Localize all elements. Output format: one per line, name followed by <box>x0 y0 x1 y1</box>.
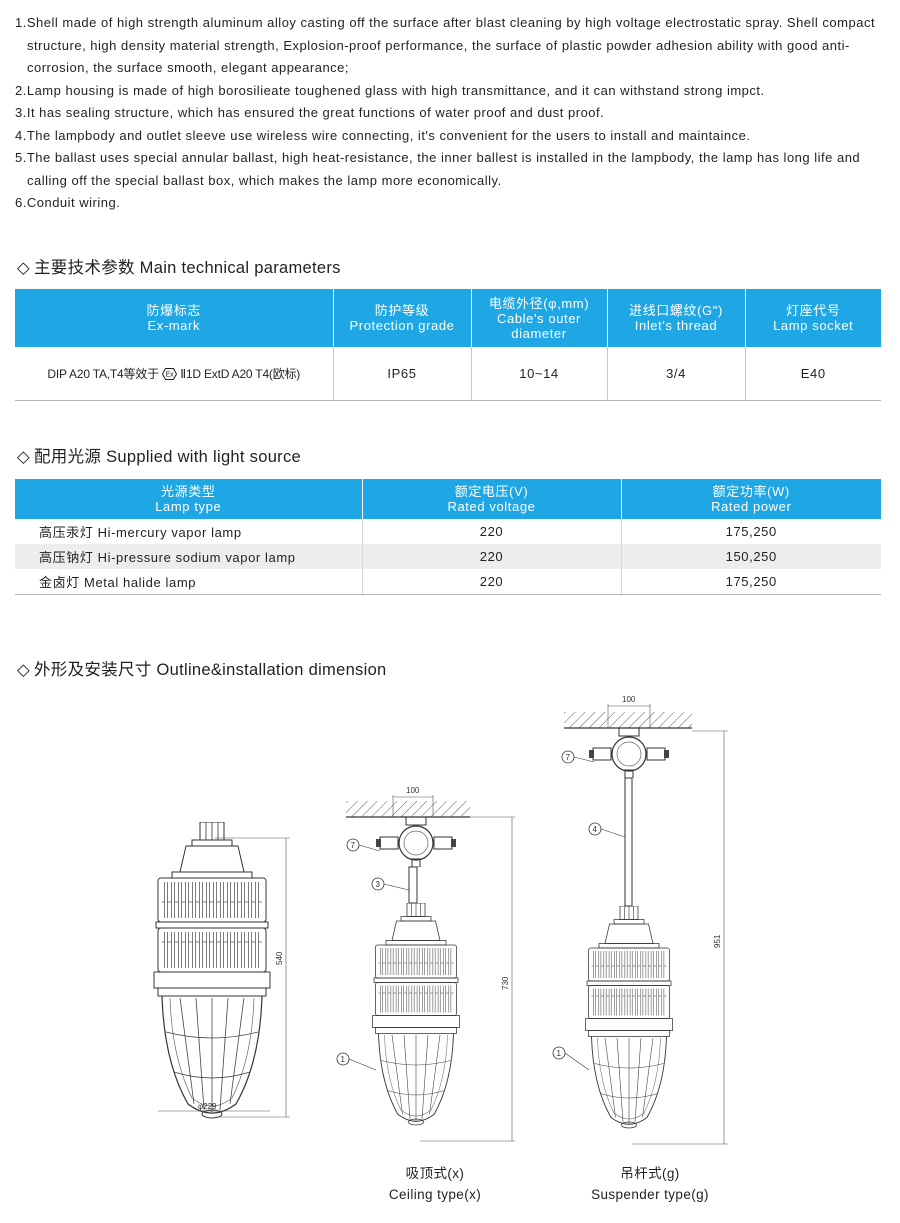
ceiling-type-figure: 100 730 7 3 1 <box>336 786 515 1142</box>
cell-power: 150,250 <box>621 544 881 569</box>
callout-4: 4 <box>588 822 626 838</box>
header-inlet-thread: 进线口螺纹(G")Inlet's thread <box>607 289 746 347</box>
header-rated-voltage: 额定电压(V)Rated voltage <box>362 479 622 519</box>
diamond-icon: ◇ <box>17 259 30 277</box>
cell-cable: 10~14 <box>471 347 608 401</box>
feature-list: 1.Shell made of high strength aluminum a… <box>15 12 890 215</box>
cell-voltage: 220 <box>362 519 622 544</box>
callout-1: 1 <box>552 1046 590 1071</box>
table-row: 高压汞灯 Hi-mercury vapor lamp 220 175,250 <box>15 519 881 544</box>
params-section-title: ◇主要技术参数 Main technical parameters <box>17 259 341 277</box>
header-rated-power: 额定功率(W)Rated power <box>621 479 881 519</box>
outline-drawing: 540 φ229 100 730 7 3 1 <box>153 695 728 1145</box>
cell-lamp-type: 金卤灯 Metal halide lamp <box>15 569 363 595</box>
base-lamp-figure: 540 φ229 <box>153 822 290 1119</box>
cell-power: 175,250 <box>725 524 777 539</box>
outline-section-title: ◇外形及安装尺寸 Outline&installation dimension <box>17 661 387 679</box>
diamond-icon: ◇ <box>17 448 30 466</box>
feature-item: 6.Conduit wiring. <box>15 195 121 210</box>
cell-voltage: 220 <box>362 569 622 595</box>
callout-1: 1 <box>336 1052 377 1071</box>
cell-lamp-type: 高压钠灯 Hi-pressure sodium vapor lamp <box>15 544 363 569</box>
table-row: 高压钠灯 Hi-pressure sodium vapor lamp 220 1… <box>15 544 881 569</box>
table-row: 金卤灯 Metal halide lamp 220 175,250 <box>15 569 881 595</box>
feature-item: 4.The lampbody and outlet sleeve use wir… <box>15 127 751 143</box>
svg-text:1: 1 <box>341 1055 346 1064</box>
diamond-icon: ◇ <box>17 661 30 679</box>
table-row: DIP A20 TA,T4等效于 Ex Ⅱ1D ExtD A20 T4(欧标) … <box>15 347 881 401</box>
svg-text:100: 100 <box>406 786 420 795</box>
cell-socket: E40 <box>745 347 881 401</box>
cell-lamp-type: 高压汞灯 Hi-mercury vapor lamp <box>15 519 363 544</box>
svg-text:Ex: Ex <box>166 371 174 378</box>
svg-text:7: 7 <box>351 841 356 850</box>
suspender-type-caption: 吊杆式(g) Suspender type(g) <box>591 1166 709 1202</box>
cell-thread: 3/4 <box>607 347 746 401</box>
svg-text:4: 4 <box>593 825 598 834</box>
callout-3: 3 <box>371 877 410 891</box>
svg-text:951: 951 <box>713 934 722 948</box>
feature-item: 2.Lamp housing is made of high borosilie… <box>15 82 765 98</box>
svg-text:730: 730 <box>501 976 510 990</box>
svg-text:1: 1 <box>557 1049 562 1058</box>
svg-text:φ229: φ229 <box>198 1102 217 1111</box>
cell-protection: IP65 <box>333 347 472 401</box>
cell-ex-mark: DIP A20 TA,T4等效于 Ex Ⅱ1D ExtD A20 T4(欧标) <box>15 347 334 401</box>
svg-text:540: 540 <box>275 951 284 965</box>
ceiling-type-caption: 吸顶式(x) Ceiling type(x) <box>388 1166 482 1202</box>
suspender-type-figure: 100 951 7 4 1 <box>552 695 728 1145</box>
cell-voltage: 220 <box>362 544 622 569</box>
callout-7: 7 <box>346 838 381 852</box>
svg-text:100: 100 <box>622 695 636 704</box>
svg-text:7: 7 <box>566 753 571 762</box>
callout-7: 7 <box>561 750 595 764</box>
cell-power: 175,250 <box>621 569 881 595</box>
svg-text:3: 3 <box>376 880 381 889</box>
feature-item: 1.Shell made of high strength aluminum a… <box>15 15 876 75</box>
header-cable-diameter: 电缆外径(φ,mm)Cable's outer diameter <box>471 289 608 347</box>
feature-item: 3.It has sealing structure, which has en… <box>15 105 605 120</box>
ex-hexagon-icon: Ex <box>161 367 178 380</box>
feature-item: 5.The ballast uses special annular balla… <box>15 150 861 188</box>
light-section-title: ◇配用光源 Supplied with light source <box>17 448 301 466</box>
